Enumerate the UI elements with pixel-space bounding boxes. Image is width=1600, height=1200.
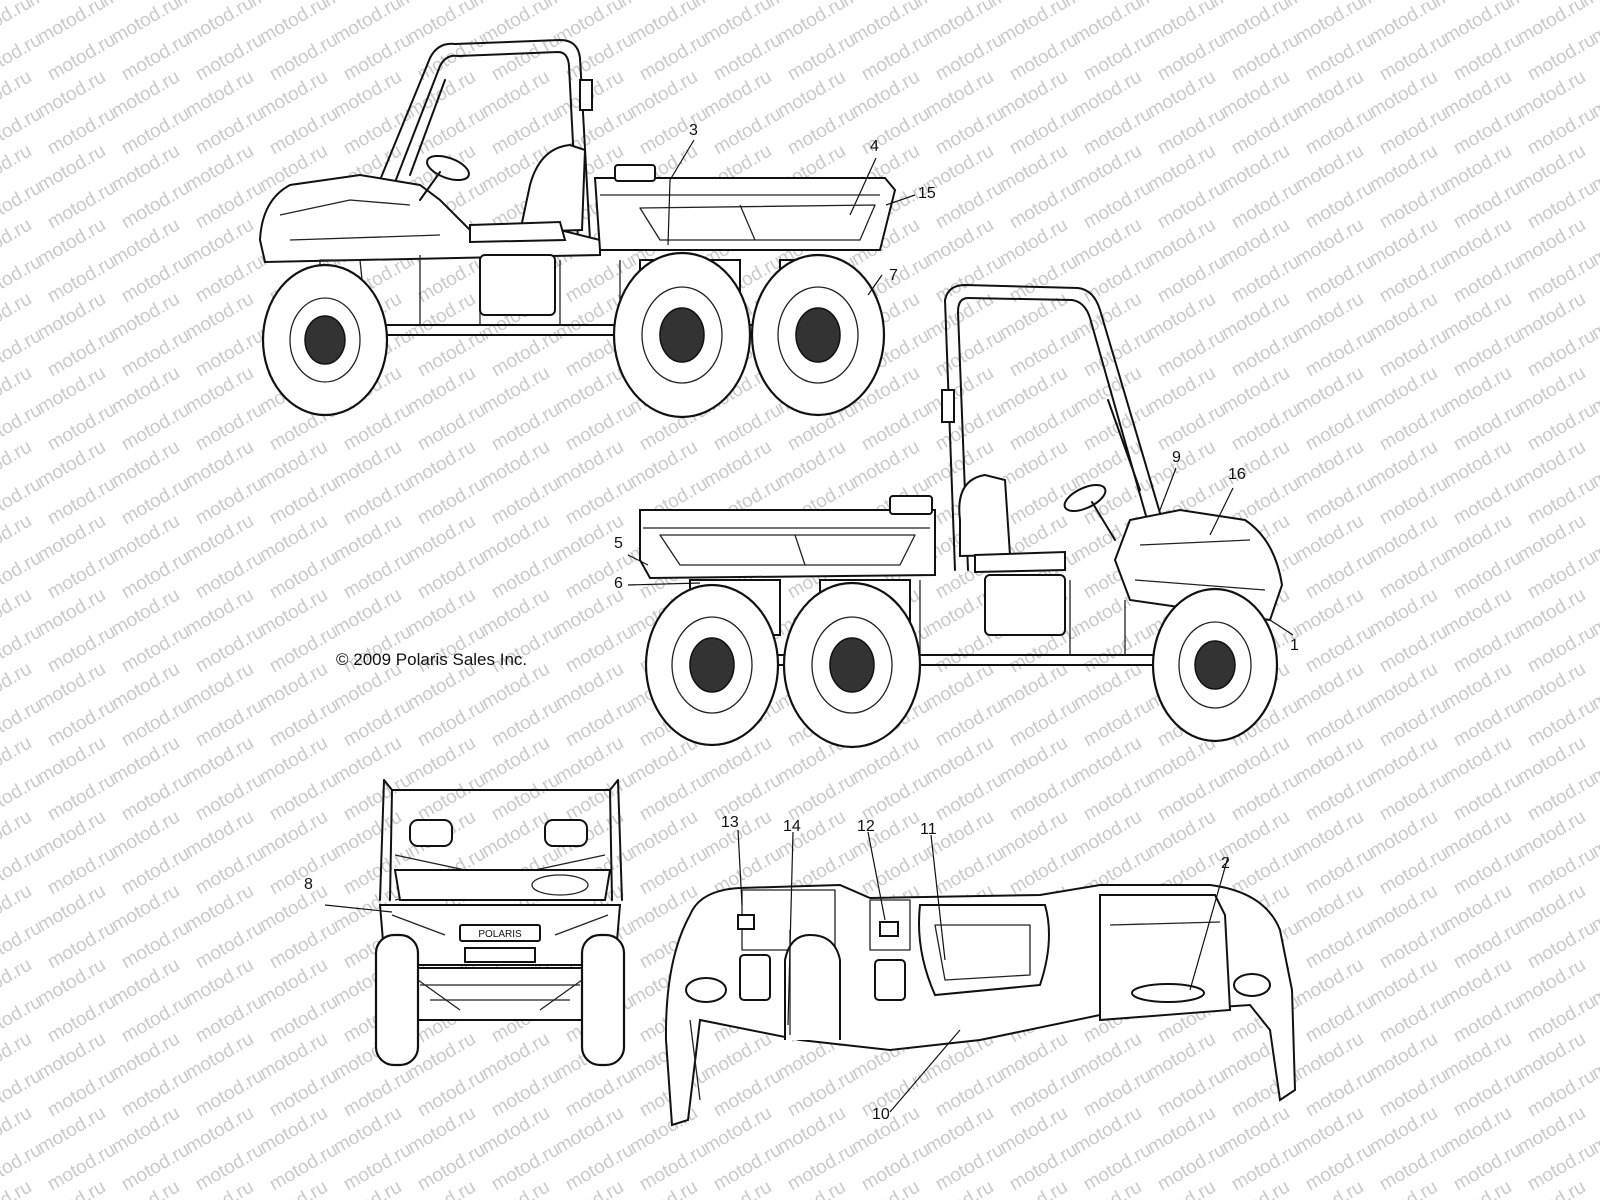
copyright-notice: © 2009 Polaris Sales Inc. <box>336 650 528 669</box>
leader-lines-view-1 <box>667 139 916 296</box>
leader-lines-view-4 <box>737 829 1229 1113</box>
callout-14: 14 <box>783 818 801 835</box>
callout-9: 9 <box>1172 449 1181 466</box>
middle-wheel-rs <box>782 581 922 749</box>
callout-2: 2 <box>1221 855 1230 872</box>
leader-lines-view-3 <box>324 904 393 913</box>
callout-4: 4 <box>870 138 879 155</box>
middle-wheel <box>612 251 752 419</box>
callout-5: 5 <box>614 535 623 552</box>
front-badge-text: POLARIS <box>478 929 522 940</box>
dashboard-view <box>664 883 1297 1127</box>
leader-lines-view-2 <box>627 467 1294 636</box>
vehicle-right-side-view <box>639 284 1284 749</box>
callout-3: 3 <box>689 122 698 139</box>
callout-1: 1 <box>1290 637 1299 654</box>
rear-wheel-rs <box>644 583 780 747</box>
callout-10: 10 <box>872 1106 890 1123</box>
vehicle-front-view <box>374 779 626 1067</box>
front-wheel-rs <box>1151 587 1279 743</box>
callout-12: 12 <box>857 818 875 835</box>
callout-13: 13 <box>721 814 739 831</box>
callout-7: 7 <box>889 267 898 284</box>
rear-wheel <box>750 253 886 417</box>
vehicle-left-side-view <box>258 39 897 419</box>
callout-16: 16 <box>1228 466 1246 483</box>
callout-15: 15 <box>918 185 936 202</box>
front-wheel <box>261 263 389 417</box>
callout-11: 11 <box>920 821 937 838</box>
callout-8: 8 <box>304 876 313 893</box>
callout-6: 6 <box>614 575 623 592</box>
